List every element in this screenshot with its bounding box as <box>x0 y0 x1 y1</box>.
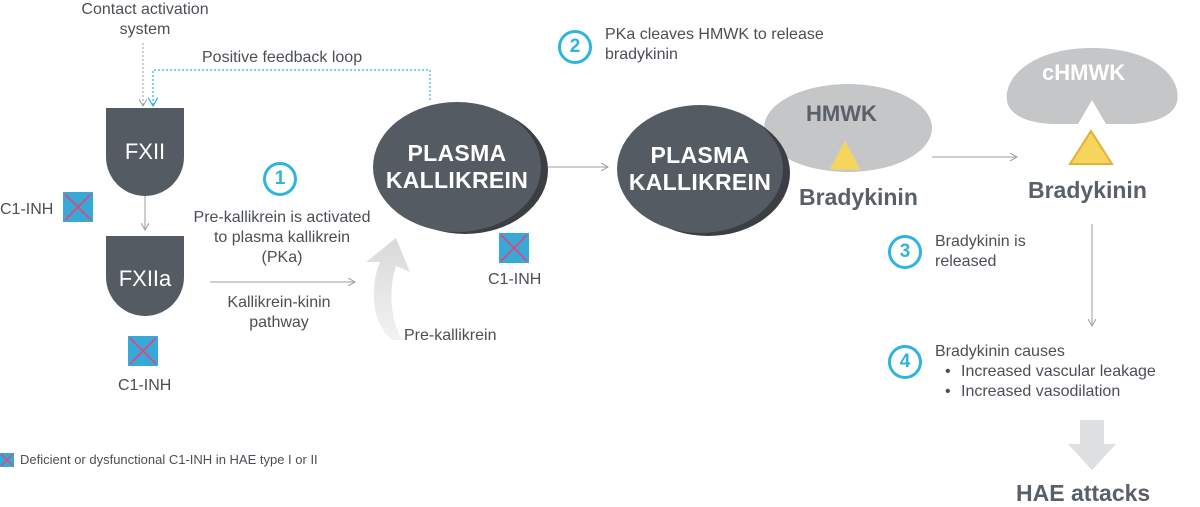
c1inh-bottom-label: C1-INH <box>118 377 172 394</box>
chmwk-label: cHMWK <box>1042 60 1126 85</box>
pathway-label: Kallikrein-kinin pathway <box>227 294 331 331</box>
step-4-text: Bradykinin causes <box>935 343 1065 360</box>
feedback-loop-arrow <box>153 69 431 106</box>
plasma-kallikrein-2-line-1: PLASMA <box>650 142 750 168</box>
plasma-kallikrein-1-line-1: PLASMA <box>407 140 507 166</box>
pre-kallikrein-arrow <box>366 238 410 340</box>
effect-item: Increased vascular leakage <box>945 362 1175 382</box>
plasma-kallikrein-2-label: PLASMA KALLIKREIN <box>617 142 783 196</box>
c1inh-left-label: C1-INH <box>0 201 54 218</box>
plasma-kallikrein-1-ellipse <box>373 102 541 232</box>
hmwk-ellipse <box>764 84 932 172</box>
fxiia-label: FXIIa <box>118 266 172 291</box>
c1inh-mid-label: C1-INH <box>488 271 542 288</box>
plasma-kallikrein-2-ellipse <box>617 105 783 233</box>
step-4-badge: 4 <box>888 345 922 379</box>
hae-attacks-label: HAE attacks <box>1016 480 1151 506</box>
step-2-text: PKa cleaves HMWK to release bradykinin <box>605 26 824 63</box>
plasma-kallikrein-1-line-2: KALLIKREIN <box>385 167 529 193</box>
plasma-kallikrein-1-label: PLASMA KALLIKREIN <box>373 140 541 194</box>
c1inh-bottom-blocked-icon <box>128 336 158 366</box>
chmwk-shape <box>1006 48 1178 124</box>
bradykinin-label-2: Bradykinin <box>1028 177 1147 203</box>
pre-kallikrein-label: Pre-kallikrein <box>404 327 497 344</box>
step-2-badge: 2 <box>558 30 592 64</box>
step-3-badge: 3 <box>888 235 922 269</box>
bradykinin-triangle-2 <box>1068 129 1114 165</box>
feedback-loop-label: Positive feedback loop <box>202 49 363 66</box>
legend-blocked-icon <box>0 453 14 467</box>
step-4-block: Bradykinin causes Increased vascular lea… <box>935 342 1175 402</box>
fxiia-shape <box>106 236 184 316</box>
step-1-text: Pre-kallikrein is activated to plasma ka… <box>193 209 371 266</box>
effect-item: Increased vasodilation <box>945 382 1175 402</box>
c1inh-left-blocked-icon <box>63 192 93 222</box>
fxii-shape <box>106 108 184 196</box>
hmwk-label: HMWK <box>806 101 877 126</box>
step-3-text: Bradykinin is released <box>935 233 1026 270</box>
bradykinin-label-1: Bradykinin <box>799 184 918 210</box>
bradykinin-triangle-1 <box>827 138 863 171</box>
c1inh-mid-blocked-icon <box>499 233 529 263</box>
step-4-effects-list: Increased vascular leakage Increased vas… <box>935 362 1175 402</box>
hae-arrow <box>1068 420 1116 470</box>
plasma-kallikrein-2-line-2: KALLIKREIN <box>628 169 772 195</box>
step-1-badge: 1 <box>263 162 297 196</box>
fxii-label: FXII <box>124 139 166 164</box>
contact-activation-label: Contact activation system <box>81 1 209 38</box>
legend-text: Deficient or dysfunctional C1-INH in HAE… <box>20 452 318 467</box>
